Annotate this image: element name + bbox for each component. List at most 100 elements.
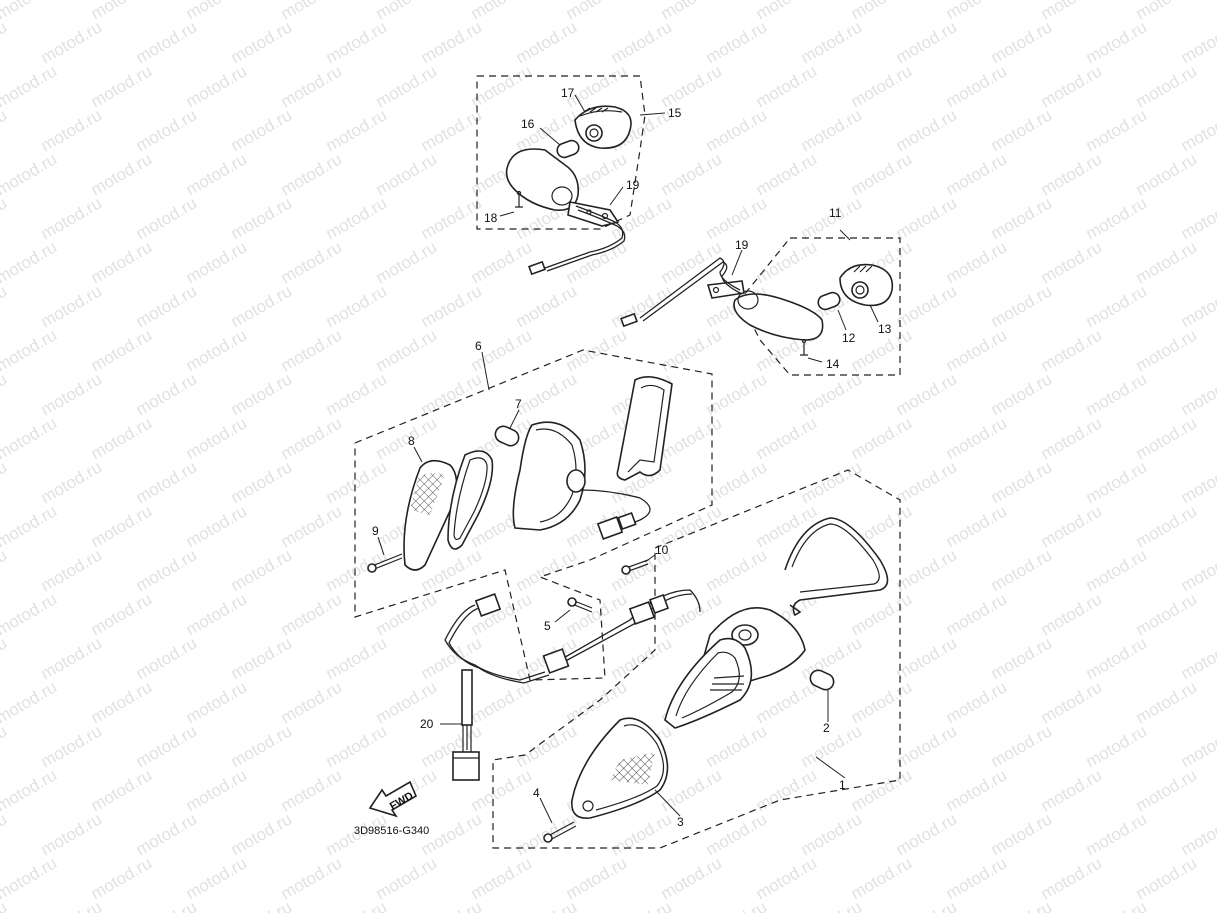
watermark-text: motod.ru [0,501,60,551]
watermark-text: motod.ru [1133,765,1201,815]
watermark-text: motod.ru [753,765,821,815]
callout-5: 5 [544,619,551,633]
watermark-text: motod.ru [0,853,60,903]
callout-2: 2 [823,721,830,735]
watermark-text: motod.ru [133,633,201,683]
watermark-text: motod.ru [88,0,156,23]
watermark-text: motod.ru [703,809,771,859]
watermark-text: motod.ru [1133,413,1201,463]
watermark-text: motod.ru [133,281,201,331]
watermark-text: motod.ru [893,17,961,67]
watermark-text: motod.ru [1133,61,1201,111]
watermark-text: motod.ru [0,897,10,913]
watermark-text: motod.ru [38,633,106,683]
watermark-text: motod.ru [703,369,771,419]
watermark-text: motod.ru [943,0,1011,23]
watermark-text: motod.ru [703,721,771,771]
watermark-text: motod.ru [278,853,346,903]
watermark-text: motod.ru [373,237,441,287]
watermark-text: motod.ru [133,545,201,595]
watermark-text: motod.ru [1038,237,1106,287]
watermark-text: motod.ru [183,853,251,903]
watermark-text: motod.ru [0,61,60,111]
watermark-text: motod.ru [183,325,251,375]
watermark-text: motod.ru [1038,677,1106,727]
watermark-text: motod.ru [278,413,346,463]
watermark-text: motod.ru [893,105,961,155]
watermark-text: motod.ru [893,809,961,859]
watermark-text: motod.ru [38,193,106,243]
watermark-text: motod.ru [608,17,676,67]
watermark-text: motod.ru [988,633,1056,683]
watermark-text: motod.ru [658,0,726,23]
watermark-text: motod.ru [608,193,676,243]
watermark-text: motod.ru [1083,633,1151,683]
watermark-text: motod.ru [418,897,486,913]
bulb-2 [809,669,835,691]
watermark-text: motod.ru [468,237,536,287]
callout-9: 9 [372,524,379,538]
callout-3: 3 [677,815,684,829]
watermark-text: motod.ru [278,61,346,111]
watermark-text: motod.ru [848,589,916,639]
watermark-text: motod.ru [848,413,916,463]
watermark-text: motod.ru [228,545,296,595]
callout-4: 4 [533,786,540,800]
watermark-text: motod.ru [608,809,676,859]
watermark-text: motod.ru [658,61,726,111]
watermark-text: motod.ru [0,281,10,331]
watermark-text: motod.ru [988,457,1056,507]
watermark-text: motod.ru [943,61,1011,111]
watermark-text: motod.ru [988,369,1056,419]
watermark-text: motod.ru [1178,897,1217,913]
watermark-text: motod.ru [1083,809,1151,859]
screw-18 [515,195,523,208]
watermark-text: motod.ru [183,677,251,727]
watermark-text: motod.ru [943,237,1011,287]
watermark-text: motod.ru [38,369,106,419]
reflector-1 [664,637,753,729]
watermark-text: motod.ru [228,105,296,155]
watermark-text: motod.ru [323,633,391,683]
watermark-text: motod.ru [563,325,631,375]
watermark-text: motod.ru [0,149,60,199]
main-connector-20 [452,751,480,781]
watermark-text: motod.ru [88,149,156,199]
watermark-text: motod.ru [1038,325,1106,375]
watermark-text: motod.ru [513,897,581,913]
watermark-text: motod.ru [658,853,726,903]
watermark-text: motod.ru [753,0,821,23]
screw-9 [371,553,403,567]
watermark-text: motod.ru [278,677,346,727]
front-right-signal-assembly [492,469,901,849]
watermark-text: motod.ru [798,17,866,67]
watermark-text: motod.ru [1178,457,1217,507]
watermark-text: motod.ru [88,237,156,287]
connector-20c [628,601,656,625]
signal-housing-17 [574,105,632,149]
watermark-text: motod.ru [278,325,346,375]
watermark-text: motod.ru [988,105,1056,155]
watermark-text: motod.ru [183,589,251,639]
watermark-text: motod.ru [1083,545,1151,595]
watermark-text: motod.ru [183,149,251,199]
watermark-text: motod.ru [1038,0,1106,23]
bulb-12 [817,291,841,311]
watermark-text: motod.ru [703,17,771,67]
watermark-text: motod.ru [848,765,916,815]
watermark-text: motod.ru [893,457,961,507]
watermark-text: motod.ru [1133,589,1201,639]
watermark-text: motod.ru [38,809,106,859]
callout-8: 8 [408,434,415,448]
watermark-text: motod.ru [228,457,296,507]
watermark-text: motod.ru [703,105,771,155]
watermark-text: motod.ru [228,17,296,67]
watermark-text: motod.ru [943,853,1011,903]
watermark-text: motod.ru [373,61,441,111]
watermark-text: motod.ru [38,545,106,595]
watermark-text: motod.ru [848,677,916,727]
watermark-text: motod.ru [943,501,1011,551]
watermark-text: motod.ru [183,0,251,23]
callout-15: 15 [668,106,682,120]
